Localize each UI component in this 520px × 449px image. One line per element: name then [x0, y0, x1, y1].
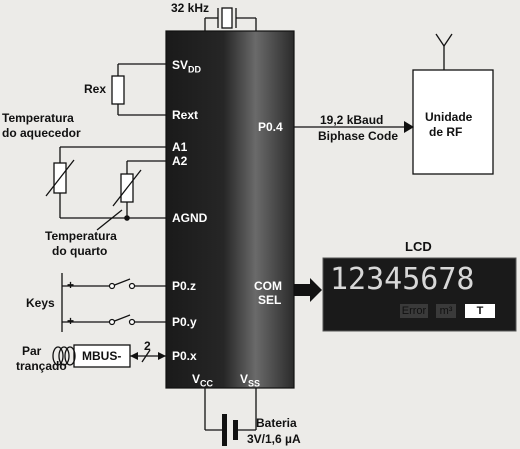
pin-svdd: SVDD [172, 58, 202, 75]
battery-plate-long [222, 414, 227, 446]
antenna-left [435, 33, 445, 47]
lcd-m3-label: m³ [439, 305, 453, 317]
thermistor-room-arrow [112, 169, 142, 207]
room-temp-label-2: do quarto [52, 244, 108, 258]
key2-switch [111, 314, 131, 323]
room-temp-label-1: Temperatura [45, 229, 117, 243]
bus-width-label: 2 [144, 339, 151, 353]
lcd-digits: 12345678 [330, 262, 475, 297]
pin-vss: VSS [240, 372, 261, 389]
mbus-arrow-right [158, 352, 166, 360]
rf-unit-box [412, 69, 494, 175]
battery-label-2: 3V/1,6 µA [247, 432, 301, 446]
lcd-m3-box [436, 304, 456, 318]
rf-baud-label: 19,2 kBaud [320, 113, 384, 127]
crystal-label: 32 kHz [171, 1, 210, 15]
rex-resistor [111, 75, 125, 105]
lcd-t-box [465, 304, 495, 318]
agnd-junction [124, 215, 130, 221]
pin-vcc: VCC [192, 372, 214, 389]
heater-temp-label-1: Temperatura [2, 111, 74, 125]
rf-unit-label-2: de RF [429, 125, 463, 139]
key2-contact-b [128, 318, 136, 326]
twisted-pair-label-1: Par [22, 344, 42, 358]
rf-arrowhead [404, 121, 414, 133]
pin-rext: Rext [172, 108, 199, 122]
lcd-panel [322, 257, 517, 332]
crystal-body [221, 7, 233, 29]
keys-label: Keys [26, 296, 55, 310]
battery-plate-short [233, 420, 238, 440]
pin-p0z: P0.z [172, 279, 197, 293]
key1-switch [111, 278, 131, 287]
mbus-label: MBUS- [82, 349, 122, 363]
bus-slash [141, 349, 151, 363]
pin-agnd: AGND [172, 211, 208, 225]
pin-a2: A2 [172, 154, 188, 168]
lcd-error-box [400, 304, 428, 318]
microcontroller-chip [165, 30, 295, 389]
pin-com: COM [254, 279, 282, 293]
heater-temp-label-2: do aquecedor [2, 126, 81, 140]
pin-sel: SEL [258, 293, 282, 307]
key1-contact-b [128, 282, 136, 290]
battery-label-1: Bateria [256, 416, 297, 430]
pin-p0y: P0.y [172, 315, 197, 329]
room-label-pointer [96, 209, 123, 231]
twisted-pair-label-2: trançado [16, 359, 67, 373]
key1-plus: + [67, 278, 75, 292]
antenna-right [443, 33, 453, 47]
key2-contact-a [108, 318, 116, 326]
pin-p0x: P0.x [172, 349, 197, 363]
pin-p04: P0.4 [258, 120, 283, 134]
pin-a1: A1 [172, 140, 188, 154]
lcd-t-label: T [476, 305, 484, 317]
rex-label: Rex [84, 82, 107, 96]
mbus-arrow-left [130, 352, 138, 360]
key2-plus: + [67, 314, 75, 328]
key1-contact-a [108, 282, 116, 290]
rf-unit-label-1: Unidade [425, 110, 473, 124]
lcd-title: LCD [405, 239, 432, 254]
thermistor-heater-arrow [45, 159, 75, 197]
twisted-pair-icon [52, 346, 76, 366]
rf-code-label: Biphase Code [318, 129, 399, 143]
lcd-arrow [294, 278, 322, 302]
lcd-error-label: Error [401, 305, 427, 317]
